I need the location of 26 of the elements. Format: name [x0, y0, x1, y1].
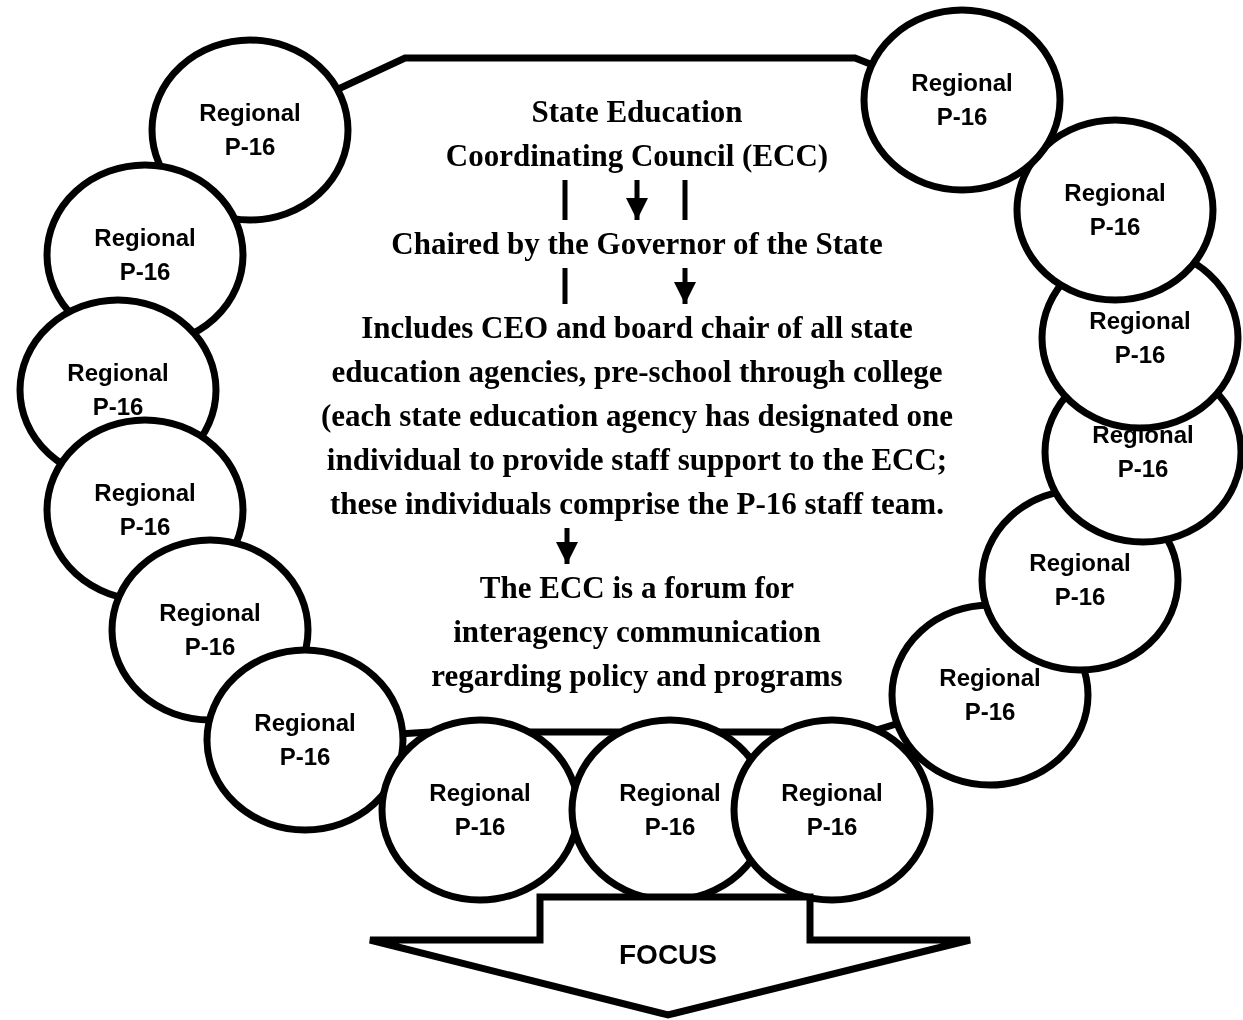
circle-label: Regional P-16 [910, 68, 1014, 132]
circle-label: Regional P-16 [1028, 548, 1132, 612]
circle-label: Regional P-16 [938, 663, 1042, 727]
circle-label: Regional P-16 [93, 478, 197, 542]
arrow [626, 180, 648, 220]
statement-text: The ECC is a forum for interagency communication regarding policy and programs [337, 566, 937, 698]
focus-label: FOCUS [618, 938, 718, 972]
circle-label: Regional P-16 [1088, 306, 1192, 370]
connector-line [562, 268, 568, 304]
statement-text: Includes CEO and board chair of all state education agencies, pre-school through college (each state education agency has designated one individual to provide staff support to the ECC; these individuals comprise the P-16 staff team. [262, 306, 1012, 526]
arrow [556, 528, 578, 564]
circle-label: Regional P-16 [618, 778, 722, 842]
circle-label: Regional P-16 [198, 98, 302, 162]
circle-label: Regional P-16 [780, 778, 884, 842]
statement-text: Chaired by the Governor of the State [297, 222, 977, 266]
circle-label: Regional P-16 [253, 708, 357, 772]
circle-label: Regional P-16 [428, 778, 532, 842]
connector-line [562, 180, 568, 220]
circle-label: Regional P-16 [1091, 420, 1195, 484]
connector-line [682, 180, 688, 220]
circle-label: Regional P-16 [66, 358, 170, 422]
arrow [674, 268, 696, 304]
statement-text: State Education Coordinating Council (ECC) [387, 90, 887, 178]
circle-label: Regional P-16 [1063, 178, 1167, 242]
circle-label: Regional P-16 [93, 223, 197, 287]
circle-label: Regional P-16 [158, 598, 262, 662]
